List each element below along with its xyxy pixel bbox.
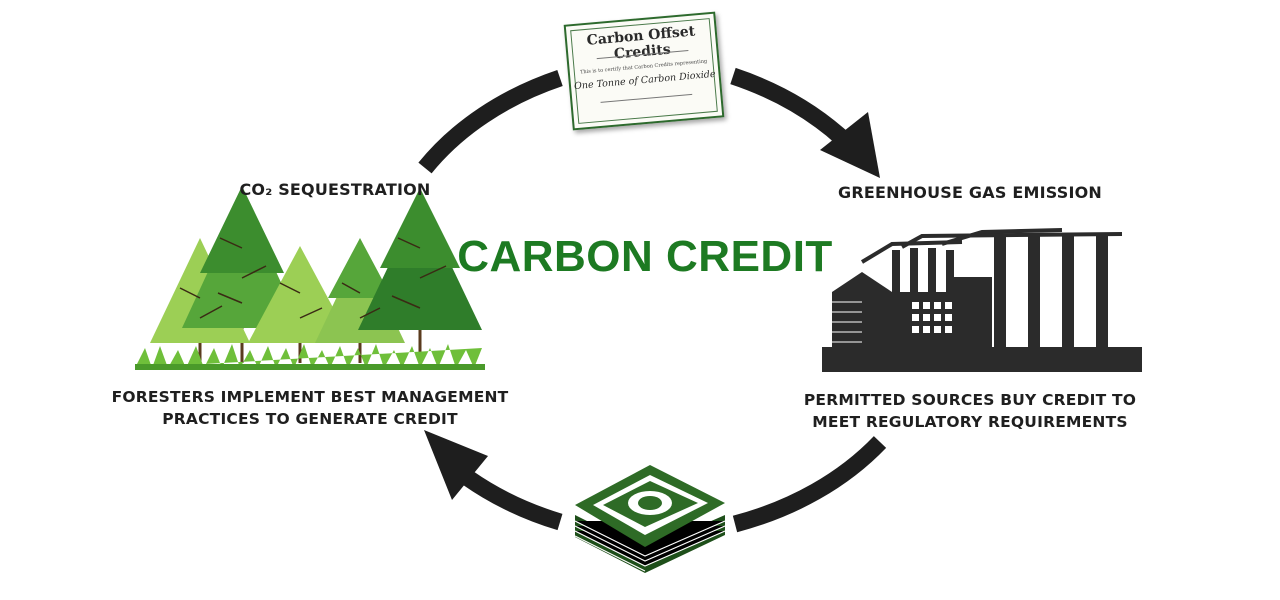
permitted-label-line1: PERMITTED SOURCES BUY CREDIT TO	[803, 391, 1137, 409]
foresters-label: FORESTERS IMPLEMENT BEST MANAGEMENT PRAC…	[110, 386, 510, 430]
permitted-label: PERMITTED SOURCES BUY CREDIT TO MEET REG…	[790, 389, 1150, 433]
sequestration-label: CO₂ SEQUESTRATION	[239, 180, 431, 199]
emission-label: GREENHOUSE GAS EMISSION	[838, 183, 1102, 202]
arc-bottom-left	[463, 470, 563, 531]
foresters-label-line1: FORESTERS IMPLEMENT BEST MANAGEMENT	[111, 388, 509, 406]
arc-bottom-right	[732, 436, 887, 533]
permitted-label-line2: MEET REGULATORY REQUIREMENTS	[812, 413, 1128, 431]
carbon-certificate-icon: Carbon Offset Credits This is to certify…	[563, 11, 725, 131]
arc-top-right	[730, 67, 848, 145]
arrowhead-right	[820, 112, 880, 178]
arrowhead-left	[424, 430, 488, 500]
diagram-title: CARBON CREDIT	[457, 232, 833, 281]
foresters-label-line2: PRACTICES TO GENERATE CREDIT	[162, 410, 458, 428]
money-stack-icon	[574, 465, 726, 573]
factory-icon	[822, 228, 1142, 372]
forest-icon	[135, 186, 485, 370]
arc-top-left	[418, 69, 563, 174]
